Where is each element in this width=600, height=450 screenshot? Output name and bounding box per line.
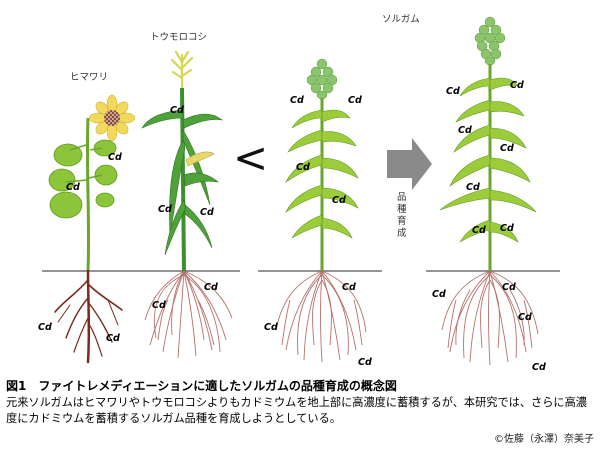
arrow-label-char-2: 種 xyxy=(397,204,407,215)
cd-marker: Cd xyxy=(446,86,460,97)
corn-tassel xyxy=(170,50,194,90)
sorghum-improved-panicle xyxy=(474,16,506,66)
cd-marker: Cd xyxy=(532,362,546,373)
arrow-label-char-4: 成 xyxy=(397,227,407,239)
corn-root xyxy=(144,270,233,359)
cd-marker: Cd xyxy=(518,312,532,323)
cd-marker: Cd xyxy=(502,282,516,293)
cd-marker: Cd xyxy=(472,225,486,236)
cd-marker: Cd xyxy=(342,282,356,293)
arrow-label-char-1: 品 xyxy=(397,192,407,203)
cd-marker: Cd xyxy=(158,204,172,215)
sorghum-improved-plant: ソルガム xyxy=(382,14,539,366)
cd-marker: Cd xyxy=(358,357,372,368)
corn-ear xyxy=(185,151,215,167)
cd-marker: Cd xyxy=(500,143,514,154)
cd-marker: Cd xyxy=(296,162,310,173)
sorghum-original-plant xyxy=(275,58,367,363)
cd-marker: Cd xyxy=(170,105,184,116)
cd-marker: Cd xyxy=(108,152,122,163)
sorghum-original-panicle xyxy=(306,58,338,100)
sunflower-label: ヒマワリ xyxy=(70,72,108,83)
caption-body: 元来ソルガムはヒマワリやトウモロコシよりもカドミウムを地上部に高濃度に蓄積するが… xyxy=(6,396,587,425)
less-than-symbol: < xyxy=(233,133,268,182)
cd-marker: Cd xyxy=(458,125,472,136)
cd-marker: Cd xyxy=(38,322,52,333)
copyright-credit: ©佐藤（永澤）奈美子 xyxy=(494,434,594,445)
concept-diagram: ヒマワリ xyxy=(38,14,560,373)
cd-marker: Cd xyxy=(348,95,362,106)
cd-marker: Cd xyxy=(152,300,166,311)
cd-marker: Cd xyxy=(510,80,524,91)
cd-marker: Cd xyxy=(290,95,304,106)
cd-marker: Cd xyxy=(204,282,218,293)
breeding-arrow: 品 種 育 成 xyxy=(387,138,432,239)
sorghum-improved-root xyxy=(441,270,539,366)
sorghum-original-root xyxy=(275,270,367,363)
sorghum-label: ソルガム xyxy=(382,14,420,25)
cd-marker: Cd xyxy=(432,289,446,300)
cd-marker: Cd xyxy=(500,223,514,234)
sunflower-head xyxy=(88,94,136,142)
figure-caption: 図1 ファイトレメディエーションに適したソルガムの品種育成の概念図 元来ソルガム… xyxy=(6,378,596,427)
corn-plant: トウモロコシ xyxy=(141,32,233,359)
cd-marker: Cd xyxy=(264,322,278,333)
cd-marker: Cd xyxy=(200,207,214,218)
cd-marker: Cd xyxy=(66,182,80,193)
corn-label: トウモロコシ xyxy=(150,32,207,43)
sunflower-root xyxy=(54,269,123,364)
cd-marker: Cd xyxy=(106,333,120,344)
cd-marker: Cd xyxy=(466,182,480,193)
arrow-label-char-3: 育 xyxy=(397,215,407,227)
caption-title: 図1 ファイトレメディエーションに適したソルガムの品種育成の概念図 xyxy=(6,379,397,393)
sunflower-plant: ヒマワリ xyxy=(48,72,136,364)
cd-marker: Cd xyxy=(332,195,346,206)
